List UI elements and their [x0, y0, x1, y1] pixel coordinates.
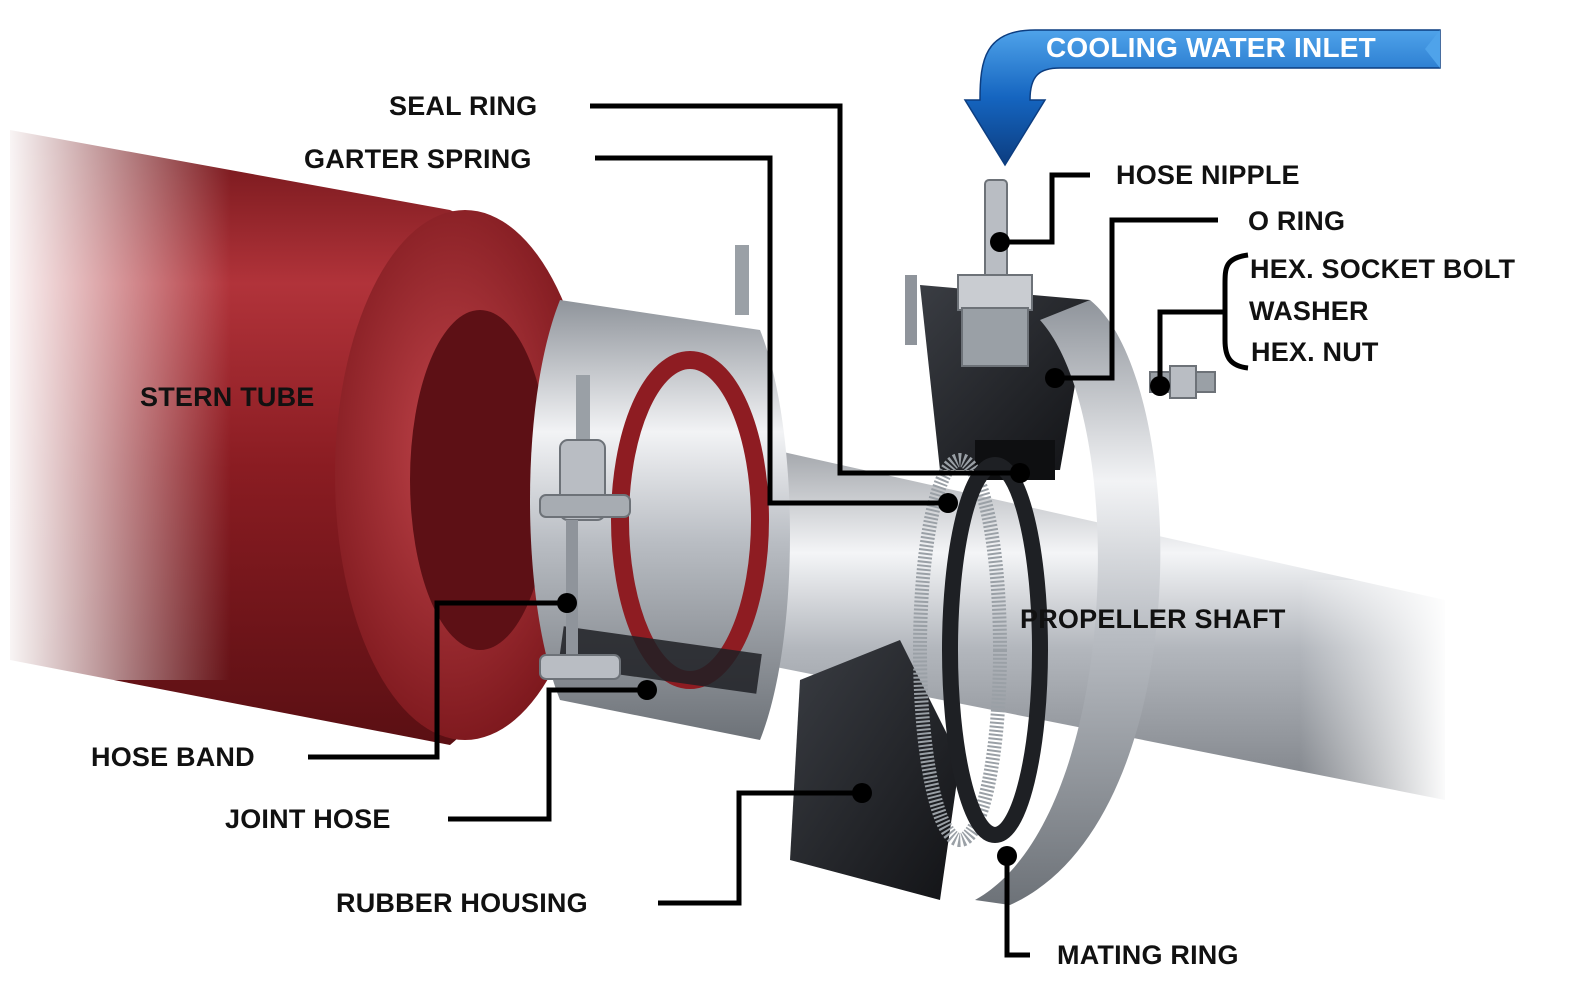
- seal-ring-dark: [942, 457, 1048, 843]
- clamp-lower-screw: [566, 520, 578, 660]
- stern-tube-fade: [0, 120, 330, 680]
- hose-band-clamp: [539, 245, 917, 680]
- garter-spring: [913, 453, 1048, 847]
- stern-tube: [0, 120, 595, 745]
- garter-spring-coil: [913, 453, 1007, 847]
- leader-o-ring: [1055, 217, 1218, 381]
- dot-seal-ring: [1010, 463, 1030, 483]
- leader-hose-nipple: [1000, 172, 1090, 245]
- label-garter-spring: GARTER SPRING: [304, 144, 532, 174]
- dot-hose-band: [557, 593, 577, 613]
- label-mating-ring: MATING RING: [1057, 940, 1239, 970]
- mating-ring: [975, 300, 1161, 905]
- sleeve-body: [530, 300, 790, 740]
- nipple-barb: [984, 179, 1008, 281]
- label-seal-ring: SEAL RING: [389, 91, 538, 121]
- dot-hose-nipple: [990, 232, 1010, 252]
- clamp-lower-nut: [539, 654, 621, 680]
- mating-ring-body: [975, 300, 1161, 905]
- leader-seal-ring: [590, 103, 1020, 476]
- label-stern-tube: STERN TUBE: [140, 382, 315, 412]
- brace-bolt-group: [1222, 252, 1249, 371]
- dot-rubber-housing: [852, 783, 872, 803]
- leader-dots: [557, 232, 1170, 866]
- leader-joint-hose: [448, 687, 647, 822]
- label-rubber-housing: RUBBER HOUSING: [336, 888, 588, 918]
- dot-bolt-group: [1150, 376, 1170, 396]
- leader-hose-band: [308, 600, 567, 760]
- dot-garter-spring: [938, 493, 958, 513]
- label-joint-hose: JOINT HOSE: [225, 804, 391, 834]
- down-curved-arrow-icon: [963, 29, 1441, 167]
- hose-nipple: [957, 179, 1033, 367]
- stern-tube-bore: [410, 310, 550, 650]
- label-propeller-shaft: PROPELLER SHAFT: [1020, 604, 1286, 634]
- leader-bolt-group: [1157, 309, 1225, 386]
- leader-rubber-housing: [658, 790, 862, 906]
- leader-garter-spring: [595, 155, 948, 506]
- joint-hose-sleeve: [530, 300, 790, 740]
- label-hex-nut: HEX. NUT: [1251, 337, 1379, 367]
- clamp-screw-vertical: [576, 375, 590, 445]
- tie-bolt-upper: [735, 245, 749, 315]
- hex-nut-body: [1169, 365, 1197, 399]
- clamp-bar: [539, 494, 631, 518]
- nipple-hex: [957, 274, 1033, 311]
- tie-bolt-mid: [905, 275, 917, 345]
- inlet-arrow-tail: [1425, 30, 1440, 68]
- label-hose-band: HOSE BAND: [91, 742, 255, 772]
- leader-mating-ring: [1004, 856, 1030, 958]
- inlet-label: COOLING WATER INLET: [1046, 32, 1376, 63]
- joint-hose-dark-band: [558, 626, 762, 694]
- label-washer: WASHER: [1249, 296, 1369, 326]
- dot-o-ring: [1045, 368, 1065, 388]
- cooling-water-inlet: [963, 29, 1441, 167]
- nipple-thread: [961, 307, 1029, 367]
- dot-joint-hose: [637, 680, 657, 700]
- shaft-fade: [1300, 580, 1450, 810]
- leader-lines: [308, 103, 1249, 958]
- label-hose-nipple: HOSE NIPPLE: [1116, 160, 1300, 190]
- dot-mating-ring: [997, 846, 1017, 866]
- label-o-ring: O RING: [1248, 206, 1346, 236]
- label-hex-socket-bolt: HEX. SOCKET BOLT: [1250, 254, 1516, 284]
